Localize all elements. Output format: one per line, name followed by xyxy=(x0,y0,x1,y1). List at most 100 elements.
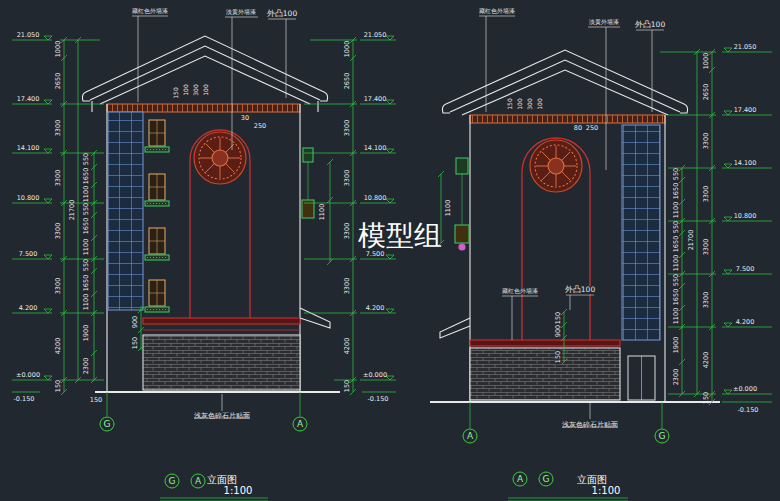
material-note: 淡黄外墙漆 xyxy=(226,9,256,15)
axis-circle-outline xyxy=(191,474,205,488)
elevation-value: 7.500 xyxy=(736,266,755,273)
right-elevation xyxy=(430,16,720,427)
dimension-value: 4200 xyxy=(55,338,62,355)
dimension-value: 150 xyxy=(344,380,351,392)
axis-letter: G xyxy=(169,477,176,486)
dimension-value: 1100 xyxy=(83,239,90,256)
dimension-value: 4200 xyxy=(703,352,710,369)
dimension-value: 2650 xyxy=(703,84,710,101)
axis-letter: G xyxy=(543,475,550,484)
dimension-value: 1900 xyxy=(83,325,90,342)
dimension-value: 3300 xyxy=(55,170,62,187)
dimension-value: 1000 xyxy=(344,41,351,58)
dimension-value: 3300 xyxy=(55,223,62,240)
dimension-lines xyxy=(438,48,772,501)
dimension-value: 1100 xyxy=(673,202,680,219)
axis-letter: A xyxy=(467,432,473,441)
dimension-value: 1100 xyxy=(319,204,326,221)
elevation-value: ±0.000 xyxy=(363,372,387,379)
projection-note: 外凸100 xyxy=(267,10,297,18)
dimension-value: 30 xyxy=(241,115,249,122)
dimension-value: 3300 xyxy=(703,186,710,203)
dimension-value: 3300 xyxy=(344,170,351,187)
dimension-value: 150 xyxy=(555,312,562,324)
material-note: 浅灰色碎石片贴面 xyxy=(562,422,618,429)
elevation-value: 17.400 xyxy=(734,107,757,114)
dimension-lines xyxy=(12,36,396,501)
dimension-value: 100 xyxy=(183,84,189,95)
dimension-value: 550 xyxy=(83,203,90,215)
dimension-value: 150 xyxy=(173,87,179,98)
axis-bubble: A xyxy=(292,416,308,432)
dimension-value: 21700 xyxy=(69,200,76,221)
elevation-value: 10.800 xyxy=(734,213,757,220)
material-note: 藏红色外墙漆 xyxy=(132,8,168,14)
dimension-value: 3300 xyxy=(344,223,351,240)
dimension-value: 550 xyxy=(83,153,90,165)
elevation-value: ±0.000 xyxy=(16,372,40,379)
dimension-value: 1000 xyxy=(703,53,710,70)
elevation-value: 7.500 xyxy=(19,251,38,258)
dimension-value: 1650 xyxy=(673,183,680,200)
axis-circle-outline xyxy=(293,417,307,431)
watermark: 模型组 xyxy=(358,222,442,250)
dimension-value: 3300 xyxy=(703,239,710,256)
dimension-value: 1900 xyxy=(673,337,680,354)
dimension-value: 3300 xyxy=(703,292,710,309)
dimension-value: 1100 xyxy=(673,255,680,272)
axis-circle-outline xyxy=(100,417,114,431)
dimension-value: 3300 xyxy=(344,278,351,295)
dimension-value: 1650 xyxy=(83,218,90,235)
dimension-value: 80 xyxy=(574,125,582,132)
scale-value: 1:100 xyxy=(224,486,253,496)
elevation-value: 10.800 xyxy=(364,195,387,202)
dimension-value: 1650 xyxy=(673,236,680,253)
dimension-value: 1650 xyxy=(673,289,680,306)
dimension-value: 100 xyxy=(517,98,523,109)
elevation-value: 7.500 xyxy=(366,251,385,258)
axis-letter: A xyxy=(195,477,201,486)
dimension-value: 550 xyxy=(673,274,680,286)
axis-letter: G xyxy=(659,432,666,441)
elevation-value: 4.200 xyxy=(366,305,385,312)
axis-bubble: A xyxy=(512,471,528,487)
dimension-value: 150 xyxy=(703,392,710,404)
material-note: 藏红色外墙漆 xyxy=(479,8,515,14)
dimension-value: 1100 xyxy=(445,200,452,217)
elevation-value: 14.100 xyxy=(734,160,757,167)
dimension-value: 1650 xyxy=(83,275,90,292)
dimension-value: 3300 xyxy=(703,133,710,150)
axis-circle-outline xyxy=(513,472,527,486)
axis-circle-outline xyxy=(165,474,179,488)
dimension-value: 1650 xyxy=(83,168,90,185)
dimension-value: 100 xyxy=(537,98,543,109)
dimension-value: 1100 xyxy=(83,186,90,203)
dimension-value: 150 xyxy=(507,98,513,109)
drawing-title: 立面图 xyxy=(577,475,607,485)
elevation-value: 21.050 xyxy=(734,44,757,51)
dimension-value: 2650 xyxy=(344,73,351,90)
dimension-value: 2650 xyxy=(55,73,62,90)
elevation-value: 14.100 xyxy=(364,145,387,152)
axis-bubble: G xyxy=(164,473,180,489)
elevation-value: 14.100 xyxy=(17,145,40,152)
dimension-value: 900 xyxy=(132,316,139,328)
elevation-value: 10.800 xyxy=(17,195,40,202)
axis-bubble: G xyxy=(538,471,554,487)
axis-letter: A xyxy=(297,420,303,429)
elevation-value: 17.400 xyxy=(17,96,40,103)
material-note: 浅灰色碎石片贴面 xyxy=(194,413,250,420)
axis-letter: G xyxy=(104,420,111,429)
axis-bubble: G xyxy=(99,416,115,432)
dimension-value: 3300 xyxy=(55,120,62,137)
axis-circle-outline xyxy=(463,429,477,443)
dimension-value: 3300 xyxy=(344,120,351,137)
elevation-value: 4.200 xyxy=(736,319,755,326)
axis-circle-outline xyxy=(539,472,553,486)
dimension-value: 150 xyxy=(90,397,102,404)
dimension-value: 21700 xyxy=(688,230,695,251)
dimension-value: 2300 xyxy=(83,358,90,375)
elevation-value: 17.400 xyxy=(364,96,387,103)
dimension-value: 1100 xyxy=(673,308,680,325)
